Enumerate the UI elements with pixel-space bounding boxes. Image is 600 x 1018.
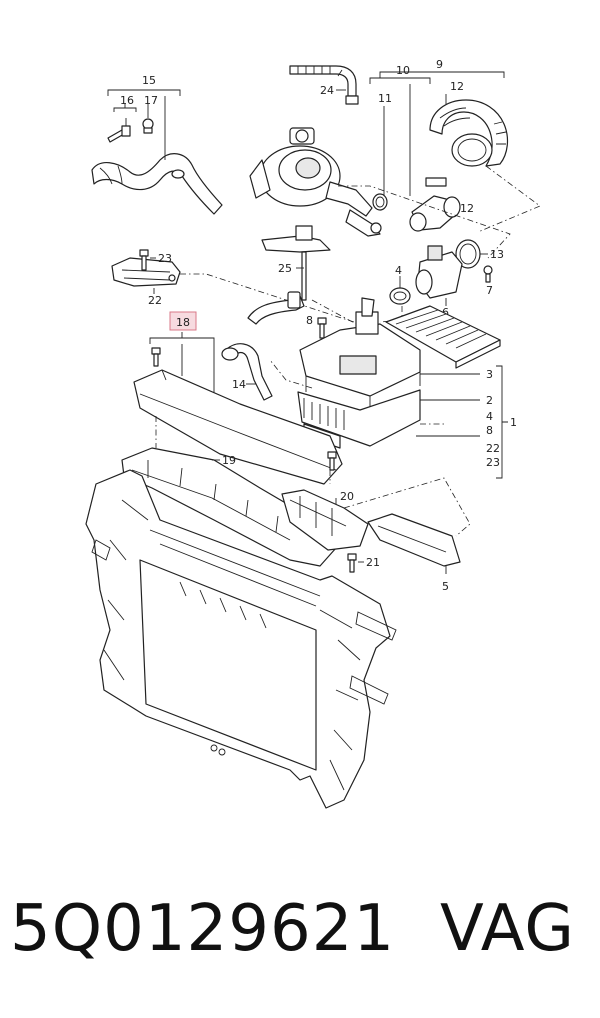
bolt-16 — [107, 125, 131, 143]
callout-12-lower: 12 — [460, 202, 474, 215]
part-number: 5Q0129621 — [10, 892, 396, 966]
callout-1: 1 — [510, 416, 517, 429]
air-guide-18 — [133, 369, 343, 485]
connector-pipe-12 — [409, 177, 461, 232]
corrugated-hose-24 — [289, 65, 359, 105]
callout-8-top: 8 — [306, 314, 313, 327]
brand-label: VAG — [440, 892, 575, 966]
callout-24: 24 — [320, 84, 334, 97]
callout-23-right: 23 — [486, 456, 500, 469]
callout-3: 3 — [486, 368, 493, 381]
callout-21: 21 — [366, 556, 380, 569]
callout-18-highlight — [169, 311, 197, 331]
front-end-carrier — [85, 469, 397, 809]
callout-17: 17 — [144, 94, 158, 107]
callout-6: 6 — [442, 306, 449, 319]
air-filter-element-3 — [385, 305, 501, 369]
bracket-15 — [107, 89, 181, 96]
bolt-18 — [151, 347, 161, 367]
callout-16: 16 — [120, 94, 134, 107]
callout-10: 10 — [396, 64, 410, 77]
air-duct-19 — [121, 447, 337, 567]
callout-23-top: 23 — [158, 252, 172, 265]
air-guide-5 — [367, 513, 461, 567]
air-intake-hose-12 — [429, 99, 509, 167]
callout-15: 15 — [142, 74, 156, 87]
hose-14 — [221, 343, 273, 401]
callout-8-right: 8 — [486, 424, 493, 437]
callout-13: 13 — [490, 248, 504, 261]
callout-9: 9 — [436, 58, 443, 71]
callout-22-top: 22 — [148, 294, 162, 307]
callout-25: 25 — [278, 262, 292, 275]
clip-17 — [142, 118, 154, 134]
clamp-13 — [455, 239, 481, 269]
bolt-23-top — [139, 249, 149, 271]
callout-5: 5 — [442, 580, 449, 593]
bracket-22 — [111, 257, 181, 287]
leader-16 — [113, 104, 137, 126]
air-duct-20 — [281, 489, 369, 551]
air-filter-housing-upper — [299, 297, 421, 410]
exploded-parts-diagram: 15 16 17 24 10 11 12 9 12 — [85, 58, 541, 809]
o-ring-4 — [389, 287, 411, 305]
callout-12-upper: 12 — [450, 80, 464, 93]
callout-19: 19 — [222, 454, 236, 467]
callout-4-right: 4 — [486, 410, 493, 423]
callout-7: 7 — [486, 284, 493, 297]
bolt-21 — [347, 553, 357, 573]
callout-22-right: 22 — [486, 442, 500, 455]
callout-2: 2 — [486, 394, 493, 407]
turbocharger — [249, 127, 382, 237]
bolt-8 — [317, 317, 327, 339]
screw-7 — [483, 265, 493, 283]
pipe-bracket-25 — [261, 225, 331, 301]
callout-18: 18 — [176, 316, 190, 329]
callout-4-top: 4 — [395, 264, 402, 277]
callout-14: 14 — [232, 378, 246, 391]
intake-hose-15 — [91, 153, 223, 215]
gasket-ring-11 — [372, 193, 388, 211]
hose-small — [247, 291, 305, 325]
callout-11: 11 — [378, 92, 392, 105]
bolt-18-lower — [327, 451, 337, 471]
air-mass-meter-6 — [415, 245, 463, 299]
callout-20: 20 — [340, 490, 354, 503]
bracket-1 — [496, 365, 508, 479]
